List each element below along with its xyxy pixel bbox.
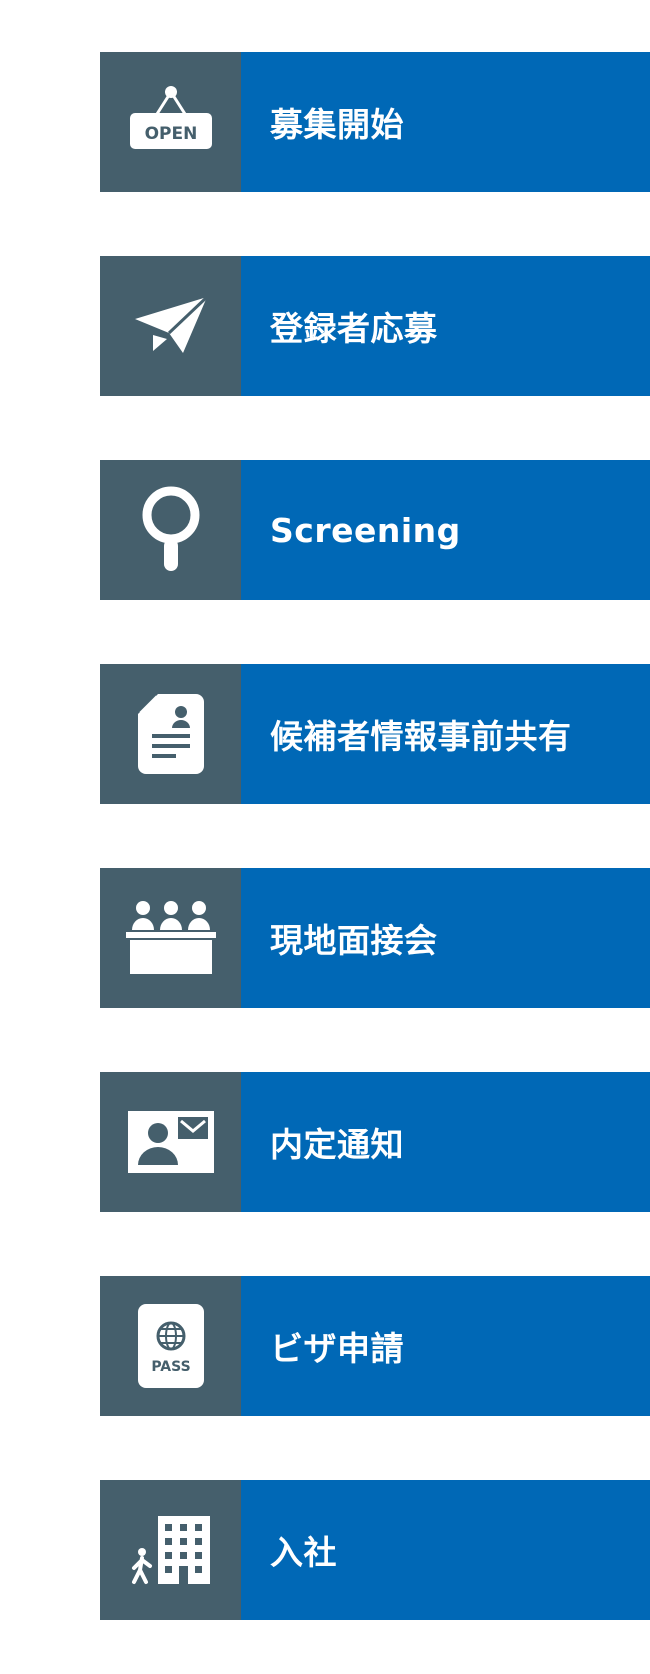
step-offer-notice[interactable]: 内定通知 [100, 1072, 650, 1212]
step-visa-application[interactable]: PASS ビザ申請 [100, 1276, 650, 1416]
paper-plane-icon [100, 256, 241, 396]
step-label: 募集開始 [241, 52, 650, 192]
svg-text:OPEN: OPEN [144, 124, 197, 144]
step-onsite-interview[interactable]: 現地面接会 [100, 868, 650, 1008]
svg-text:PASS: PASS [151, 1359, 190, 1375]
step-candidate-info-sharing[interactable]: 候補者情報事前共有 [100, 664, 650, 804]
open-sign-icon: OPEN [100, 52, 241, 192]
profile-document-icon [100, 664, 241, 804]
passport-icon: PASS [100, 1276, 241, 1416]
step-label: ビザ申請 [241, 1276, 650, 1416]
step-label: 内定通知 [241, 1072, 650, 1212]
building-walk-icon [100, 1480, 241, 1620]
magnifier-icon [100, 460, 241, 600]
step-recruitment-start[interactable]: OPEN 募集開始 [100, 52, 650, 192]
step-label: 入社 [241, 1480, 650, 1620]
id-card-mail-icon [100, 1072, 241, 1212]
step-application[interactable]: 登録者応募 [100, 256, 650, 396]
interview-panel-icon [100, 868, 241, 1008]
step-joining[interactable]: 入社 [100, 1480, 650, 1620]
step-label: Screening [241, 460, 650, 600]
step-screening[interactable]: Screening [100, 460, 650, 600]
step-label: 登録者応募 [241, 256, 650, 396]
step-label: 候補者情報事前共有 [241, 664, 650, 804]
step-label: 現地面接会 [241, 868, 650, 1008]
